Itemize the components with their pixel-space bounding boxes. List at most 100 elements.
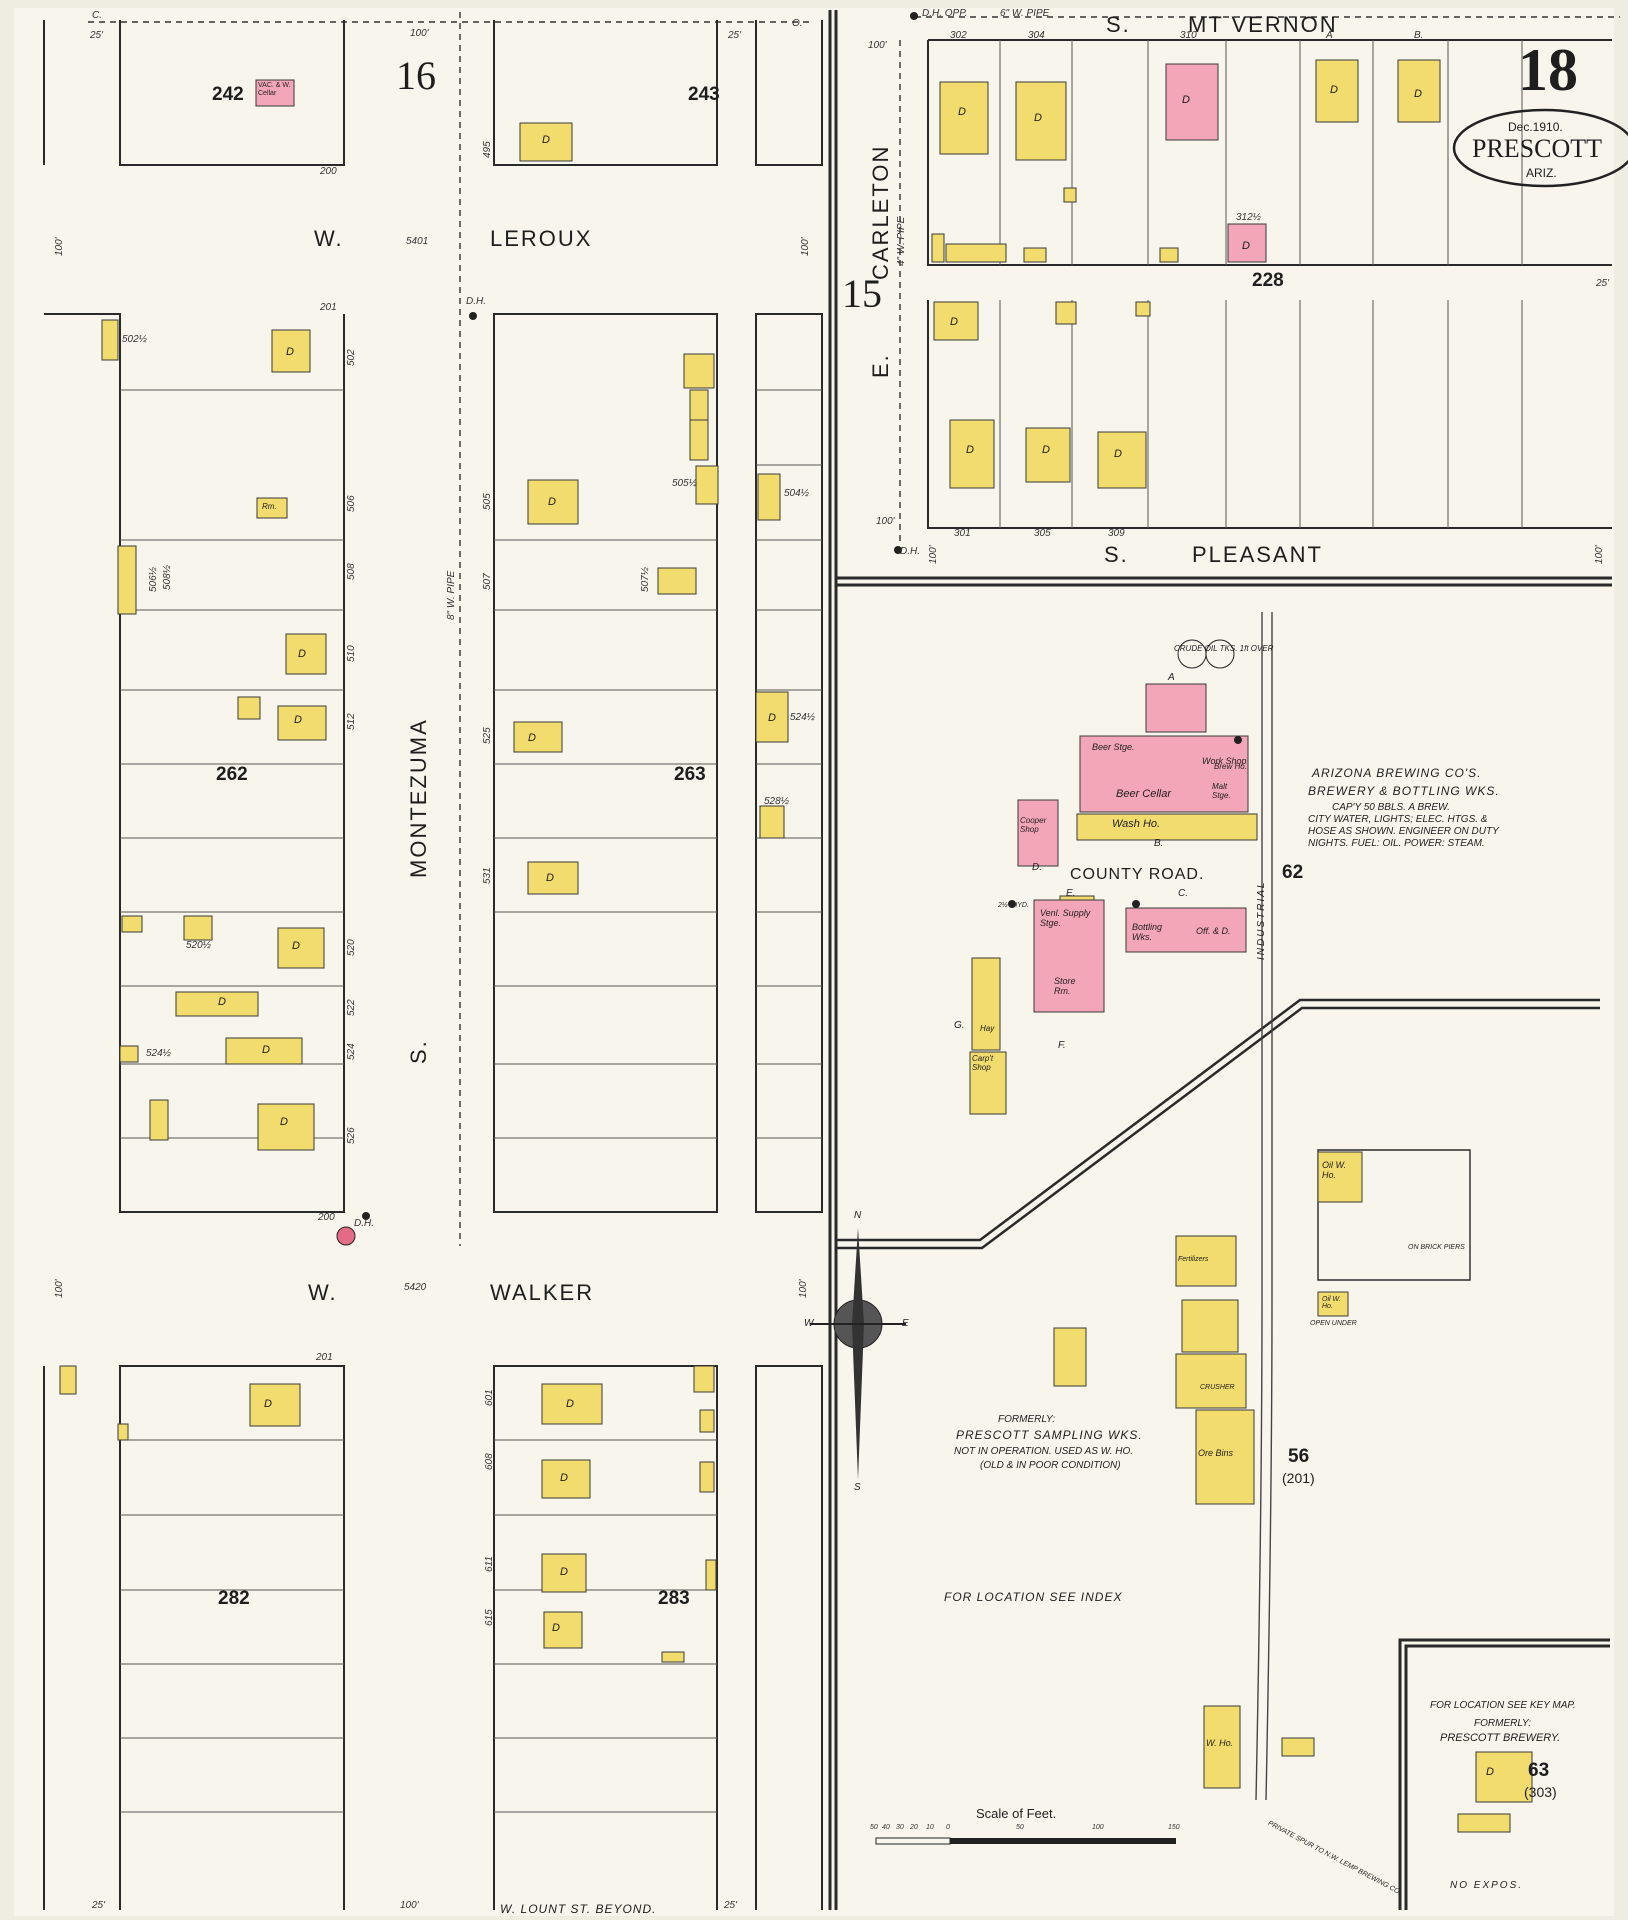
old-brewery-formerly: FORMERLY: (1474, 1718, 1532, 1729)
dwelling-520 (277, 927, 325, 969)
address-520-half: 520½ (186, 940, 212, 951)
address-495: 495 (482, 141, 493, 158)
industrial-track (1255, 612, 1273, 1801)
dwelling-b (1397, 59, 1441, 123)
section-c: C. (1178, 888, 1188, 899)
dwelling-301 (949, 419, 995, 489)
street-carleton: CARLETON (868, 144, 893, 280)
shed-310 (1159, 247, 1179, 263)
address-525: 525 (482, 727, 493, 744)
dwelling-525 (513, 721, 563, 753)
mark-d-525: D (528, 732, 536, 744)
mark-d-522: D (218, 996, 226, 1008)
shed-304b (1023, 247, 1047, 263)
stamp-state: ARIZ. (1526, 166, 1557, 180)
shed-524 (119, 1045, 139, 1063)
vac-cellar-242 (255, 79, 295, 107)
brewery-line3: HOSE AS SHOWN. ENGINEER ON DUTY (1308, 826, 1499, 837)
oil-warehouse-label: Oil W. Ho. (1322, 1160, 1347, 1180)
street-mt-vernon-prefix: S. (1106, 12, 1131, 37)
section-f: F. (1058, 1040, 1066, 1051)
address-505: 505 (482, 493, 493, 510)
pipe-4-label: 4" W. PIPE (896, 216, 907, 266)
compass-needle (852, 1228, 864, 1480)
address-309: 309 (1108, 528, 1125, 539)
block-number-242: 242 (212, 84, 244, 105)
shed-508 (117, 545, 137, 615)
dwelling-pleasant-north (933, 301, 979, 341)
mark-d-615: D (552, 1622, 560, 1634)
dwelling-305 (1025, 427, 1071, 483)
dwelling-524 (225, 1037, 303, 1065)
address-524-half: 524½ (146, 1048, 172, 1059)
address-524: 524 (346, 1043, 357, 1060)
section-e: E. (1066, 888, 1076, 899)
shed-g (1053, 1327, 1087, 1387)
block-number-243: 243 (688, 84, 720, 105)
scale-tick-150: 150 (1168, 1824, 1180, 1831)
prescott-brewery-shed (1457, 1813, 1511, 1833)
sheet-section-16: 16 (396, 53, 436, 98)
brewery-subtitle: BREWERY & BOTTLING WKS. (1308, 784, 1500, 798)
address-301: 301 (954, 528, 971, 539)
address-601: 601 (484, 1389, 495, 1406)
crusher (1175, 1353, 1247, 1409)
dwelling-608 (541, 1459, 591, 1499)
mark-d-531: D (546, 872, 554, 884)
shed-528-east (759, 805, 785, 839)
address-510: 510 (346, 645, 357, 662)
block-number-62: 62 (1282, 862, 1304, 883)
width-25-alley: 25' (1596, 278, 1610, 289)
prescott-date-stamp (1452, 108, 1628, 188)
office-dwelling-label: Off. & D. (1196, 926, 1231, 936)
beer-storage-label: Beer Stge. (1092, 742, 1135, 752)
street-mt-vernon: MT VERNON (1188, 12, 1338, 37)
block-number-263: 263 (674, 764, 706, 785)
address-508: 508 (346, 563, 357, 580)
mark-d-b: D (1414, 88, 1422, 100)
store-room-label: Store Rm. (1054, 976, 1076, 996)
dwelling-601 (541, 1383, 603, 1425)
section-a: A (1168, 672, 1175, 683)
address-a: A (1326, 30, 1333, 41)
wash-house (1076, 813, 1258, 841)
width-100-carleton: 100' (876, 516, 895, 527)
width-100-bottom: 100' (400, 1900, 419, 1911)
block-number-63: 63 (1528, 1760, 1550, 1781)
mark-d-304: D (1034, 112, 1042, 124)
width-100-pleasant: 100' (928, 545, 939, 564)
street-pleasant: PLEASANT (1192, 542, 1323, 567)
address-505-half: 505½ (672, 478, 698, 489)
shed-pleasant-1 (1055, 301, 1077, 325)
mark-d-a: D (1330, 84, 1338, 96)
water-pipes (88, 12, 1620, 1246)
hydrant-leroux (469, 312, 477, 320)
oil-w-ho-2 (1317, 1291, 1349, 1317)
address-522: 522 (346, 999, 357, 1016)
mark-d-305: D (1042, 444, 1050, 456)
address-512: 512 (346, 713, 357, 730)
shed-508-east-a (689, 389, 709, 421)
stamp-date: Dec.1910. (1508, 120, 1563, 134)
crude-oil-tanks-label: CRUDE OIL TKS. 1ft OVER (1174, 644, 1274, 653)
address-506: 506 (346, 495, 357, 512)
sheet-section-15: 15 (842, 271, 882, 316)
warehouse-f-label: W. Ho. (1206, 1738, 1234, 1748)
block-outline-263 (493, 313, 718, 1213)
shed-601 (693, 1365, 715, 1393)
beer-cellar (1079, 735, 1249, 813)
width-25-bottom-right: 25' (724, 1900, 738, 1911)
corner-c: C. (92, 10, 102, 21)
address-5420: 5420 (404, 1282, 427, 1293)
shed-520a (121, 915, 143, 933)
cooper-shop (1017, 799, 1059, 867)
dwelling-505 (527, 479, 579, 525)
mark-d-312: D (1242, 240, 1250, 252)
street-grid (43, 10, 1612, 1910)
ore-bins-label: Ore Bins (1198, 1448, 1234, 1458)
fire-alarm-box (336, 1226, 356, 1246)
street-walker-prefix: W. (308, 1280, 338, 1305)
address-312: 312½ (1236, 212, 1262, 223)
address-611: 611 (484, 1556, 495, 1572)
width-100-leroux: 100' (54, 237, 65, 256)
